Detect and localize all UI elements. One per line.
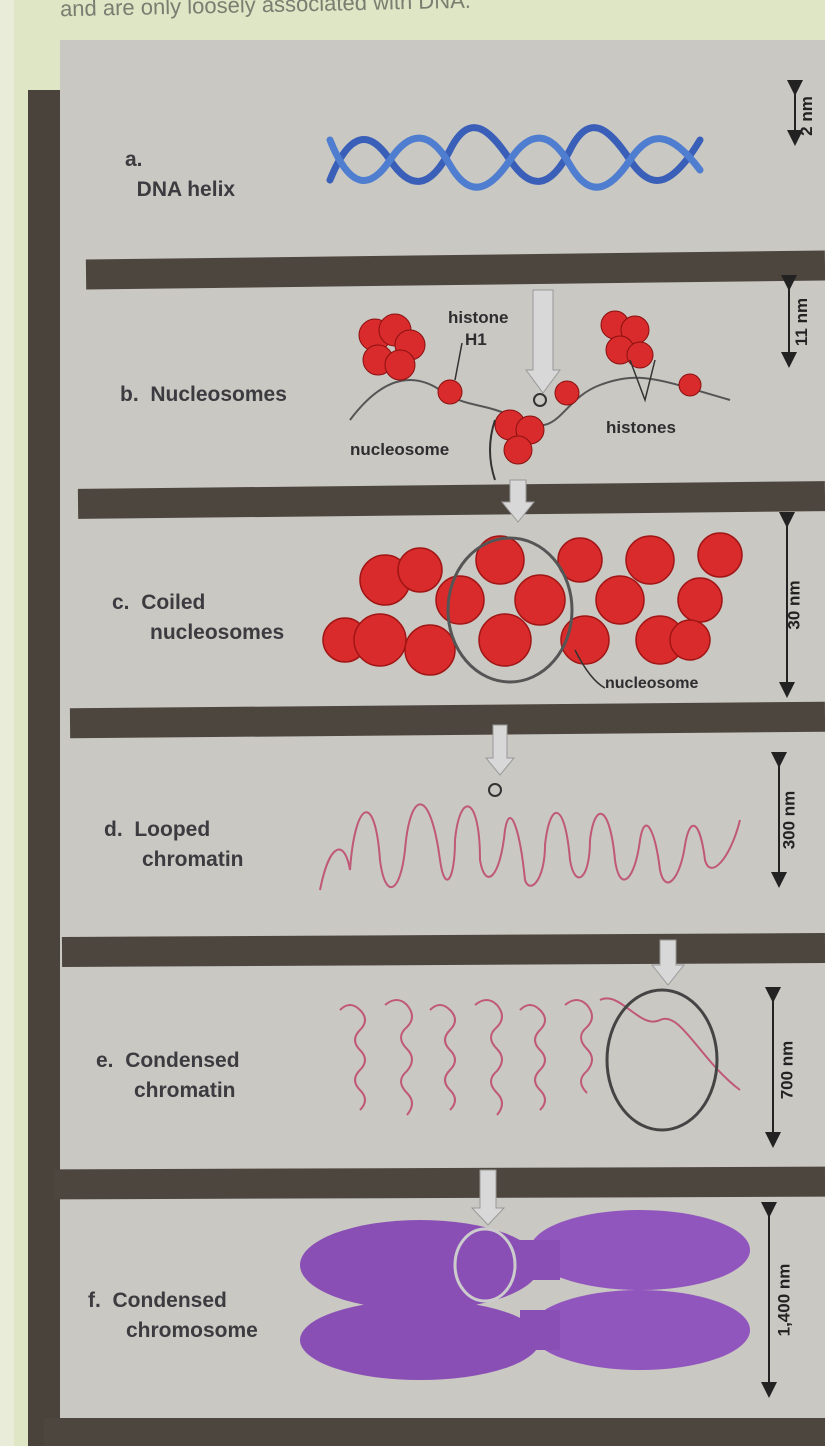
nucleosome-strand [350,290,730,522]
annotation-nucleosome-b: nucleosome [350,440,449,460]
condensed-chromosome [300,1210,750,1380]
looped-chromatin [320,804,740,890]
annotation-h1: H1 [465,330,487,350]
condensed-chromatin [340,998,740,1115]
annotation-histones: histones [606,418,676,438]
dna-helix [330,128,700,188]
annotation-nucleosome-c: nucleosome [605,675,698,693]
annotation-histone: histone [448,308,508,328]
coiled-nucleosomes [323,533,742,675]
